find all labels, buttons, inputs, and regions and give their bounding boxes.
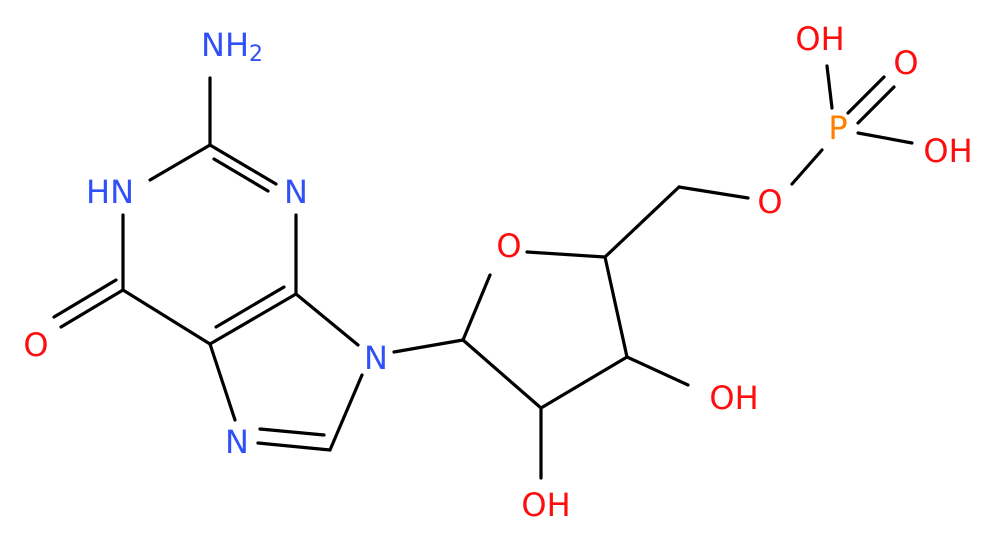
bond-c1p-oring: [461, 273, 492, 342]
bond-n9-c1p: [392, 338, 465, 354]
bond-c2-n3: [208, 143, 278, 186]
hydroxyl-2-label: OH: [521, 486, 570, 524]
phosphate-hydroxyl-top-label: OH: [795, 20, 844, 58]
bond-c4p-c5p: [603, 185, 681, 259]
bond-c4-c5: [208, 292, 298, 346]
bond-n7-c8: [256, 441, 332, 452]
n7-label: N: [225, 423, 249, 461]
atom-labels: NH2 HN N O N N O OH OH O P OH O OH: [23, 20, 972, 524]
carbonyl-oxygen-label: O: [23, 326, 48, 364]
bond-n7-c8-double: [258, 427, 326, 437]
bond-p-oh-top: [825, 64, 834, 110]
bond-c6-c5: [121, 288, 212, 346]
amino-group-label: NH2: [201, 26, 263, 67]
bond-c3p-oh: [625, 355, 690, 387]
ester-oxygen-label: O: [757, 183, 782, 221]
n9-label: N: [364, 339, 388, 377]
bond-c3p-c2p: [539, 355, 629, 410]
bond-c2p-c1p: [461, 338, 543, 410]
bonds: [52, 64, 914, 480]
bond-oring-c4p: [525, 250, 607, 259]
bond-c2-n3-double: [212, 157, 270, 193]
ribose-ring-oxygen-label: O: [496, 227, 521, 265]
bond-c8-n9: [328, 373, 364, 452]
ring-nh-label: HN: [86, 173, 134, 211]
phosphate-hydroxyl-right-label: OH: [923, 132, 972, 170]
bond-c4-n9: [294, 292, 360, 347]
bond-p-oh-right: [856, 131, 914, 145]
bond-c4p-c3p: [603, 255, 629, 359]
n3-label: N: [284, 173, 308, 211]
bond-c6-o6: [59, 288, 125, 329]
bond-c2-n1: [148, 143, 212, 182]
bond-c6-o6-double: [52, 278, 118, 319]
bond-c5p-o5: [677, 185, 750, 200]
bond-c4-c5-double: [214, 285, 286, 329]
bond-c5-n7: [208, 342, 237, 422]
hydroxyl-3-label: OH: [709, 379, 758, 417]
bond-p-o-double-b: [856, 85, 896, 125]
bond-p-o-double-a: [846, 75, 886, 115]
bond-o5-p: [790, 148, 824, 186]
phosphate-oxo-oxygen-label: O: [893, 44, 918, 82]
phosphorus-label: P: [828, 109, 847, 147]
